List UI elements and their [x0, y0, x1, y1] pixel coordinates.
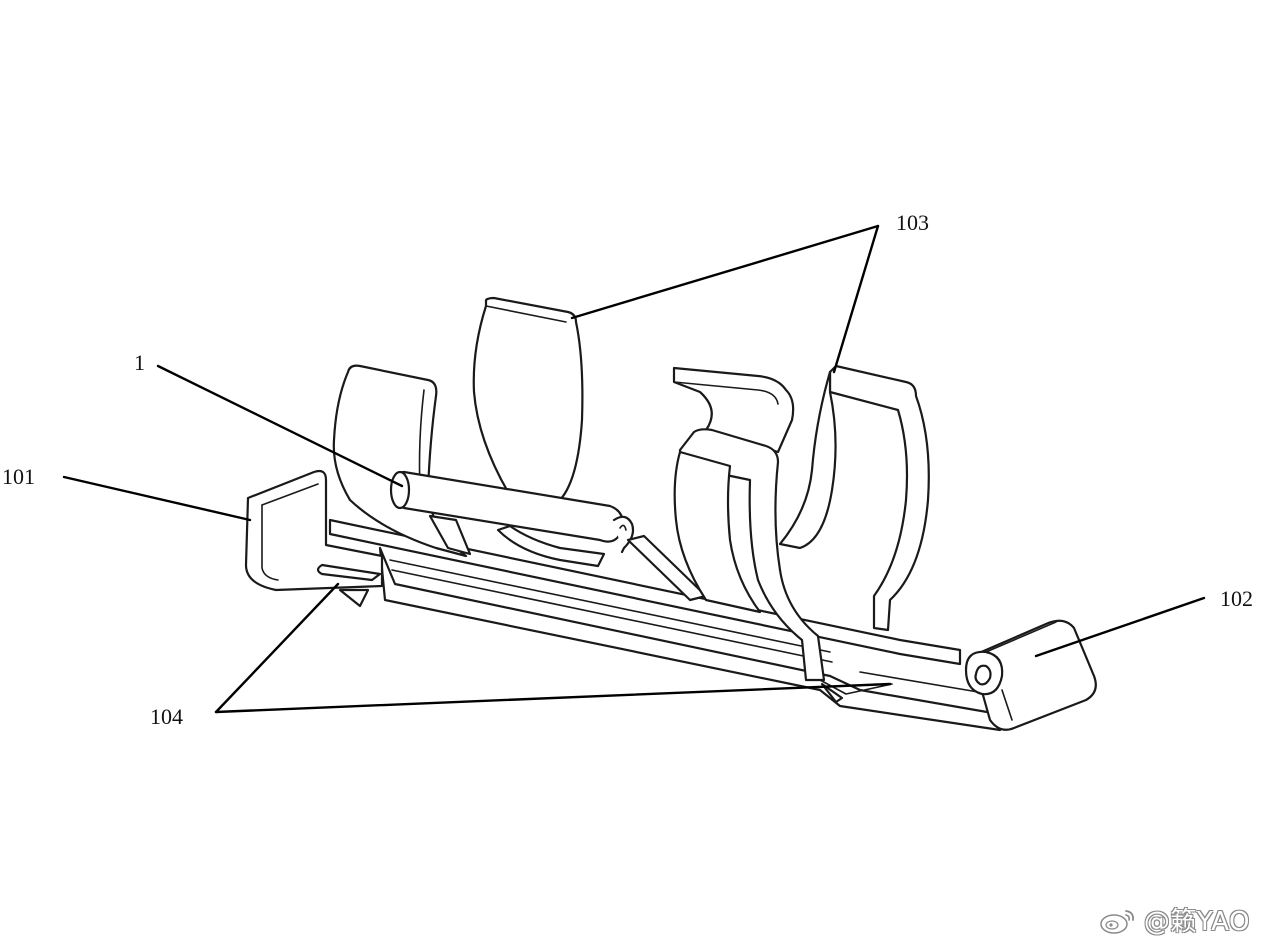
reference-labels: 1 101 102 103 104 [2, 210, 1253, 729]
leader-104-a [214, 582, 340, 714]
leader-102 [1034, 596, 1206, 658]
clip-arm-front-right [673, 428, 826, 682]
leader-103-a [570, 224, 880, 320]
clip-arm-back-right [778, 364, 930, 632]
watermark: @籁YAO [1098, 901, 1250, 938]
leader-101 [62, 475, 252, 522]
watermark-text: @籁YAO [1143, 907, 1250, 937]
leader-103-b [832, 224, 880, 374]
rolled-end-102 [964, 619, 1097, 731]
leader-104-b [214, 682, 892, 714]
center-tab [672, 366, 795, 454]
label-103: 103 [896, 210, 929, 235]
weibo-logo-icon [1100, 909, 1134, 934]
leader-1 [156, 364, 404, 488]
label-104: 104 [150, 704, 183, 729]
leader-lines [62, 224, 1206, 714]
slots-104 [819, 679, 893, 704]
label-101: 101 [2, 464, 35, 489]
label-1: 1 [134, 350, 145, 375]
label-102: 102 [1220, 586, 1253, 611]
clip-arm-back-left [472, 296, 584, 502]
inner-strips [428, 514, 708, 602]
left-end-tab-101 [244, 469, 384, 608]
